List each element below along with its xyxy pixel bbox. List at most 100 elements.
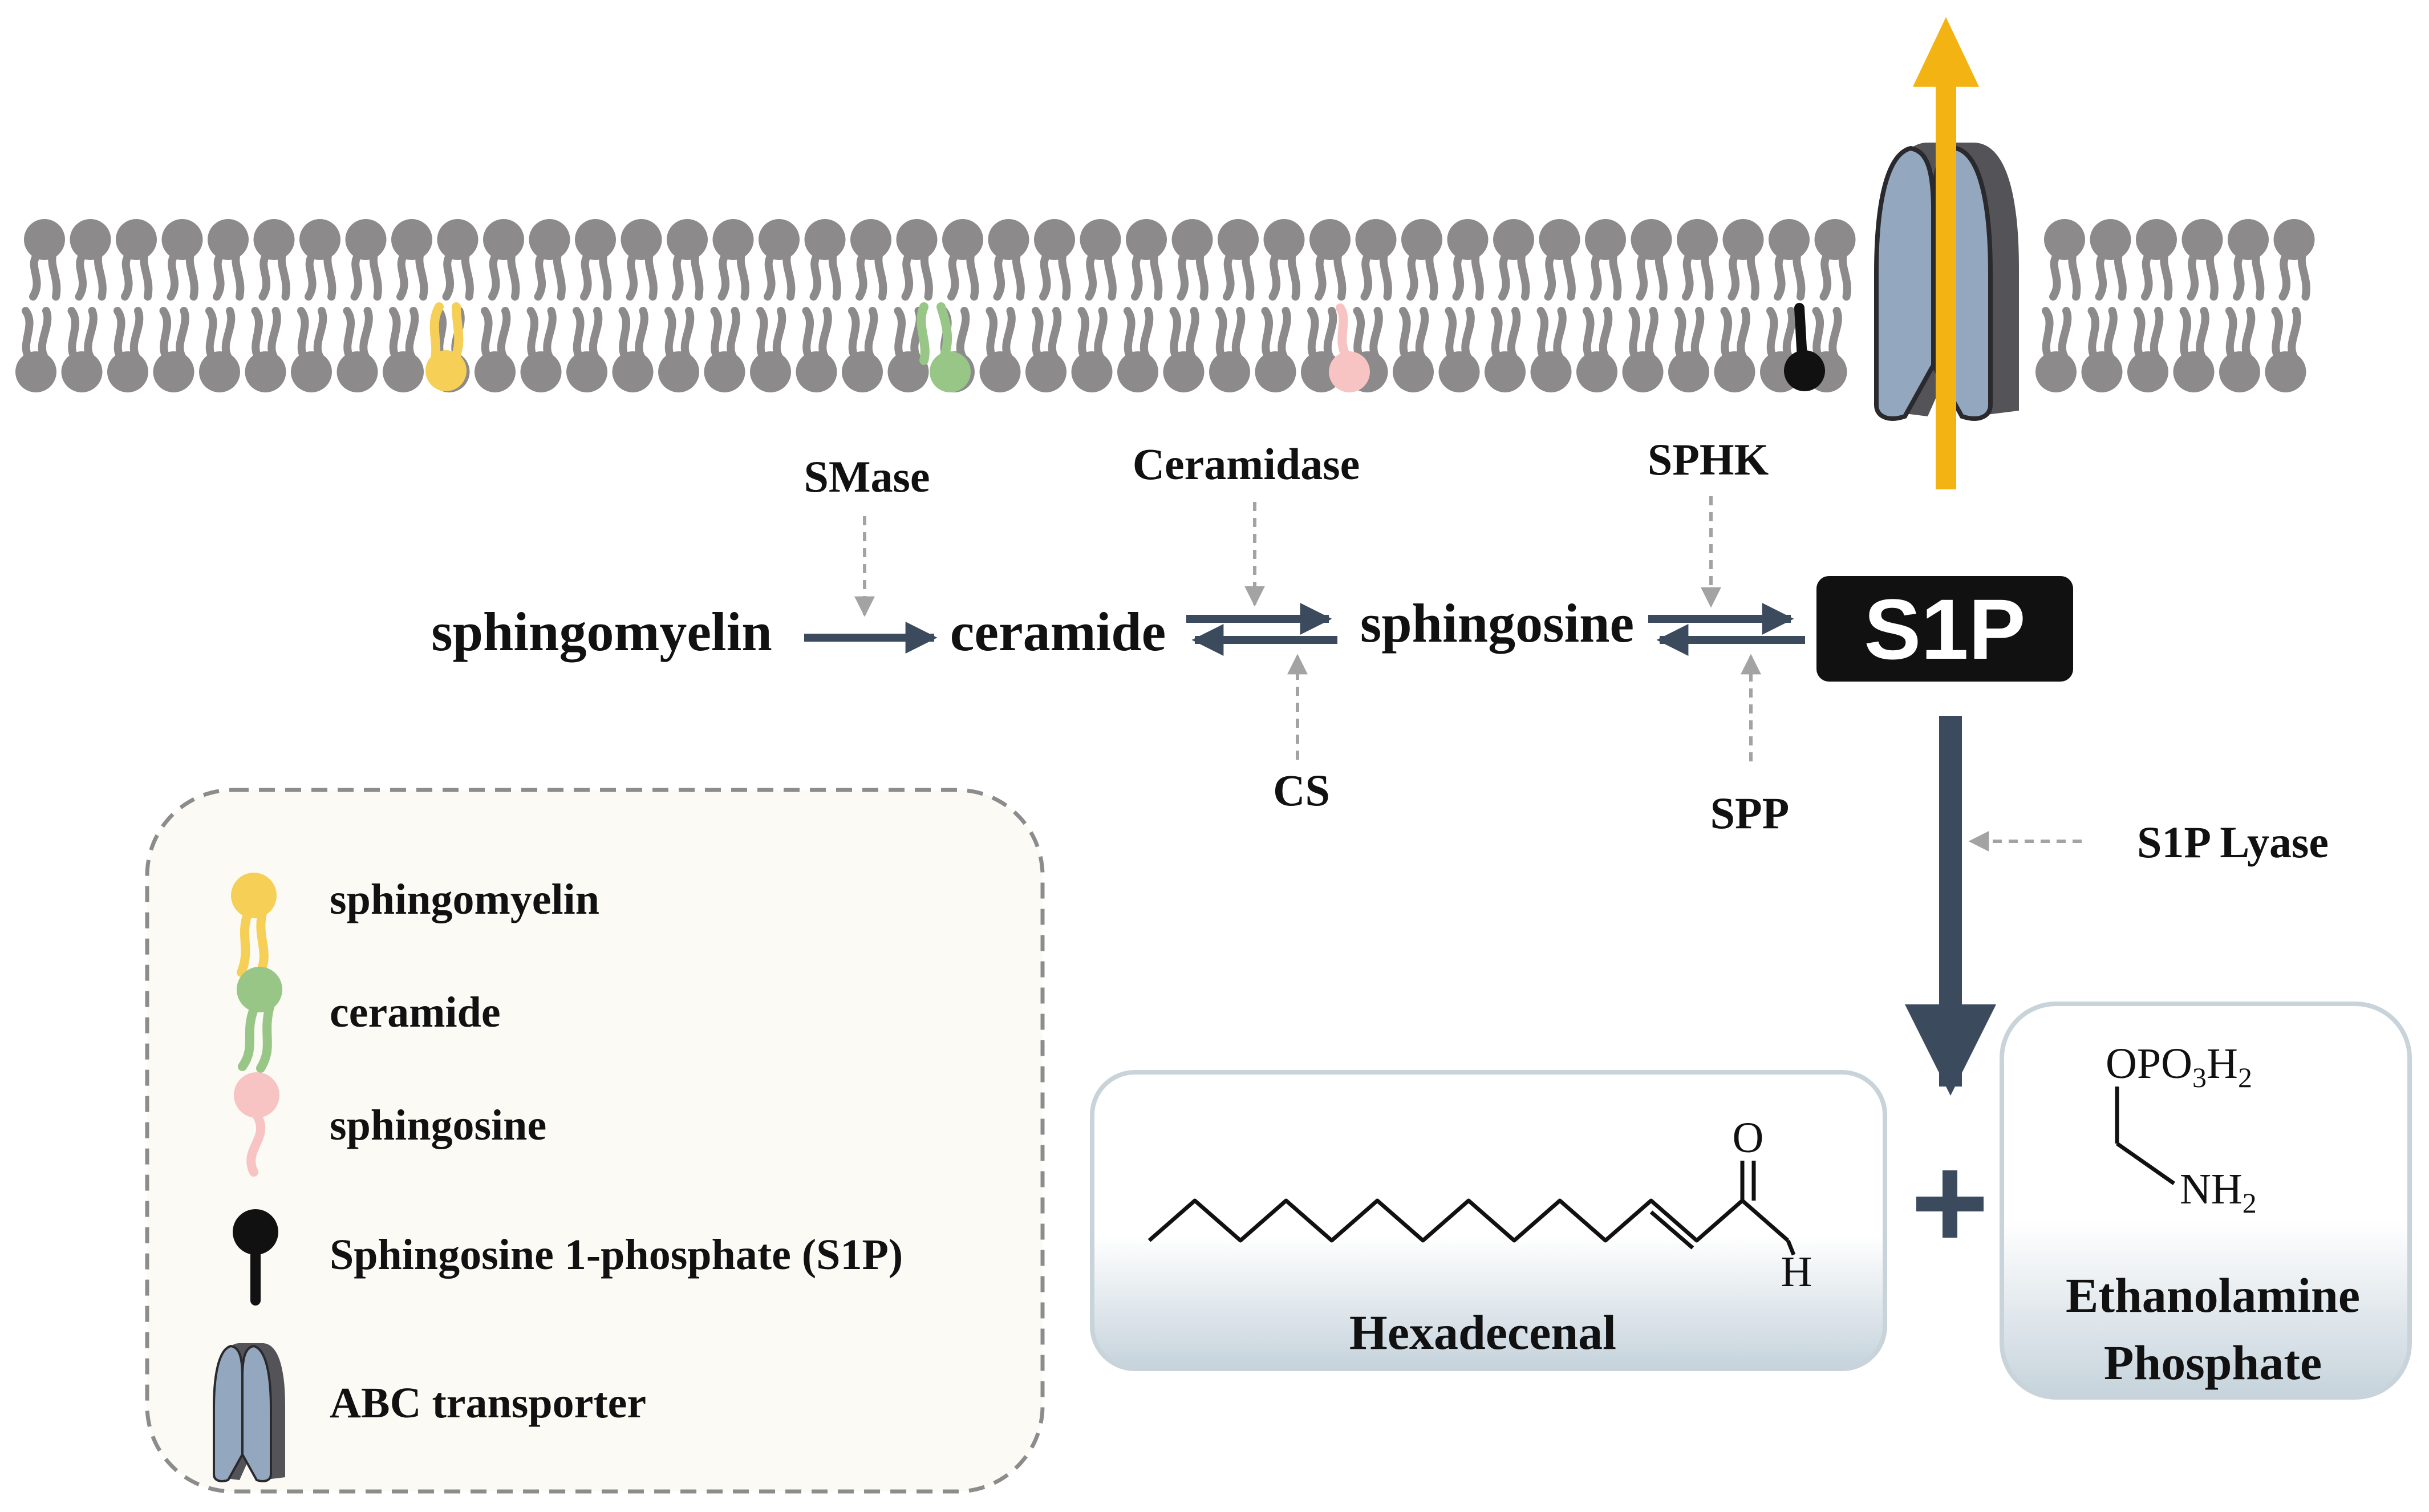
membrane-lipid-inner — [520, 307, 562, 392]
membrane-lipid-inner — [2081, 307, 2123, 392]
membrane-lipid-inner — [107, 307, 148, 392]
membrane-lipid-outer — [1309, 219, 1351, 301]
metabolite-sphingomyelin: sphingomyelin — [431, 601, 772, 662]
membrane-lipid-outer — [529, 219, 570, 301]
metabolite-s1p: S1P — [1864, 581, 2026, 677]
membrane-lipid-inner — [336, 307, 378, 392]
membrane-lipid-inner — [704, 307, 745, 392]
membrane-lipid-outer — [208, 219, 249, 301]
membrane-s1p-lipid — [1784, 303, 1825, 391]
membrane-lipid-inner — [796, 307, 837, 392]
membrane-lipid-outer — [988, 219, 1029, 301]
s1p-export-arrow — [1913, 17, 1979, 489]
membrane-lipid-outer — [1585, 219, 1626, 301]
membrane-lipid-outer — [850, 219, 891, 301]
membrane-lipid-outer — [1263, 219, 1305, 301]
membrane-lipid-outer — [2044, 219, 2085, 301]
membrane-lipid-outer — [116, 219, 157, 301]
s1p-lipid-icon — [233, 1209, 278, 1306]
legend-label-abc-transporter: ABC transporter — [330, 1379, 646, 1427]
enzyme-smase: SMase — [804, 452, 930, 501]
membrane-lipid-outer — [1171, 219, 1213, 301]
ceramide-lipid-icon — [237, 967, 282, 1073]
enzyme-ceramidase: Ceramidase — [1133, 439, 1360, 489]
membrane-lipid-outer — [1034, 219, 1075, 301]
legend-label-ceramide: ceramide — [330, 988, 501, 1036]
membrane-lipid-inner — [1576, 307, 1617, 392]
hexadecenal-box: O H Hexadecenal — [1090, 1070, 1887, 1371]
hexadecenal-hydrogen: H — [1781, 1248, 1812, 1296]
membrane-lipid-outer — [391, 219, 432, 301]
membrane-lipid-inner — [1530, 307, 1572, 392]
membrane-lipid-inner — [291, 307, 332, 392]
membrane-lipid-inner — [612, 307, 654, 392]
membrane-lipid-outer — [299, 219, 340, 301]
nh2-group: NH2 — [2180, 1165, 2257, 1219]
membrane-lipid-outer — [621, 219, 662, 301]
membrane-lipid-inner — [1393, 307, 1434, 392]
membrane-lipid-outer — [1769, 219, 1810, 301]
legend-label-sphingomyelin: sphingomyelin — [330, 875, 599, 923]
s1p-box: S1P — [1816, 576, 2073, 682]
membrane-lipid-outer — [345, 219, 387, 301]
membrane-lipid-outer — [1493, 219, 1534, 301]
membrane-lipid-inner — [1668, 307, 1709, 392]
membrane-lipid-inner — [1209, 307, 1250, 392]
legend-label-s1p: Sphingosine 1-phosphate (S1P) — [330, 1231, 903, 1279]
membrane-lipid-outer — [667, 219, 708, 301]
membrane-lipid-inner — [1163, 307, 1205, 392]
membrane-sphingosine-lipid — [1329, 303, 1370, 392]
membrane-lipid-outer — [161, 219, 203, 301]
membrane-lipid-inner — [1714, 307, 1755, 392]
membrane-lipid-outer — [1539, 219, 1580, 301]
hexadecenal-label: Hexadecenal — [1349, 1305, 1616, 1360]
ethanolamine-phosphate-box: OPO3H2 NH2 Ethanolamine Phosphate — [2000, 1002, 2412, 1400]
membrane-lipid-outer — [1355, 219, 1397, 301]
membrane-lipid-outer — [1126, 219, 1167, 301]
membrane-lipid-outer — [2090, 219, 2131, 301]
lipid-bilayer-membrane — [15, 219, 2315, 392]
metabolite-ceramide: ceramide — [950, 601, 1166, 662]
membrane-lipid-inner — [153, 307, 194, 392]
membrane-lipid-outer — [1080, 219, 1121, 301]
membrane-lipid-inner — [979, 307, 1021, 392]
membrane-lipid-inner — [2219, 307, 2260, 392]
membrane-lipid-inner — [1438, 307, 1480, 392]
opo3h2-group: OPO3H2 — [2106, 1040, 2252, 1093]
plus-sign — [1916, 1170, 1984, 1238]
membrane-lipid-outer — [804, 219, 846, 301]
enzyme-cs: CS — [1273, 765, 1330, 815]
membrane-lipid-outer — [2273, 219, 2315, 301]
legend: sphingomyelin ceramide sphingosine Sphin… — [145, 788, 1045, 1494]
membrane-lipid-inner — [1255, 307, 1296, 392]
membrane-lipid-inner — [2173, 307, 2215, 392]
enzyme-s1p-lyase: S1P Lyase — [2137, 817, 2329, 867]
membrane-lipid-inner — [1485, 307, 1526, 392]
membrane-lipid-outer — [1218, 219, 1259, 301]
membrane-lipid-outer — [1447, 219, 1489, 301]
membrane-lipid-inner — [15, 307, 56, 392]
membrane-lipid-outer — [2181, 219, 2223, 301]
sphingomyelin-lipid-icon — [231, 873, 277, 977]
membrane-lipid-inner — [750, 307, 791, 392]
membrane-lipid-outer — [253, 219, 295, 301]
membrane-lipid-outer — [575, 219, 616, 301]
membrane-lipid-inner — [566, 307, 607, 392]
membrane-lipid-outer — [712, 219, 754, 301]
membrane-lipid-outer — [942, 219, 983, 301]
legend-label-sphingosine: sphingosine — [330, 1101, 546, 1149]
membrane-lipid-outer — [2136, 219, 2177, 301]
membrane-lipid-inner — [2265, 307, 2306, 392]
membrane-lipid-inner — [1071, 307, 1113, 392]
membrane-sphingomyelin-lipid — [425, 302, 467, 391]
ethanolamine-label-line2: Phosphate — [2104, 1335, 2322, 1390]
hexadecenal-structure — [1147, 1198, 1790, 1243]
membrane-lipid-outer — [896, 219, 938, 301]
membrane-lipid-outer — [1677, 219, 1718, 301]
membrane-lipid-inner — [199, 307, 240, 392]
membrane-lipid-inner — [61, 307, 103, 392]
enzyme-sphk: SPHK — [1648, 435, 1769, 484]
membrane-lipid-outer — [1814, 219, 1856, 301]
membrane-lipid-inner — [1117, 307, 1158, 392]
membrane-lipid-outer — [1722, 219, 1764, 301]
